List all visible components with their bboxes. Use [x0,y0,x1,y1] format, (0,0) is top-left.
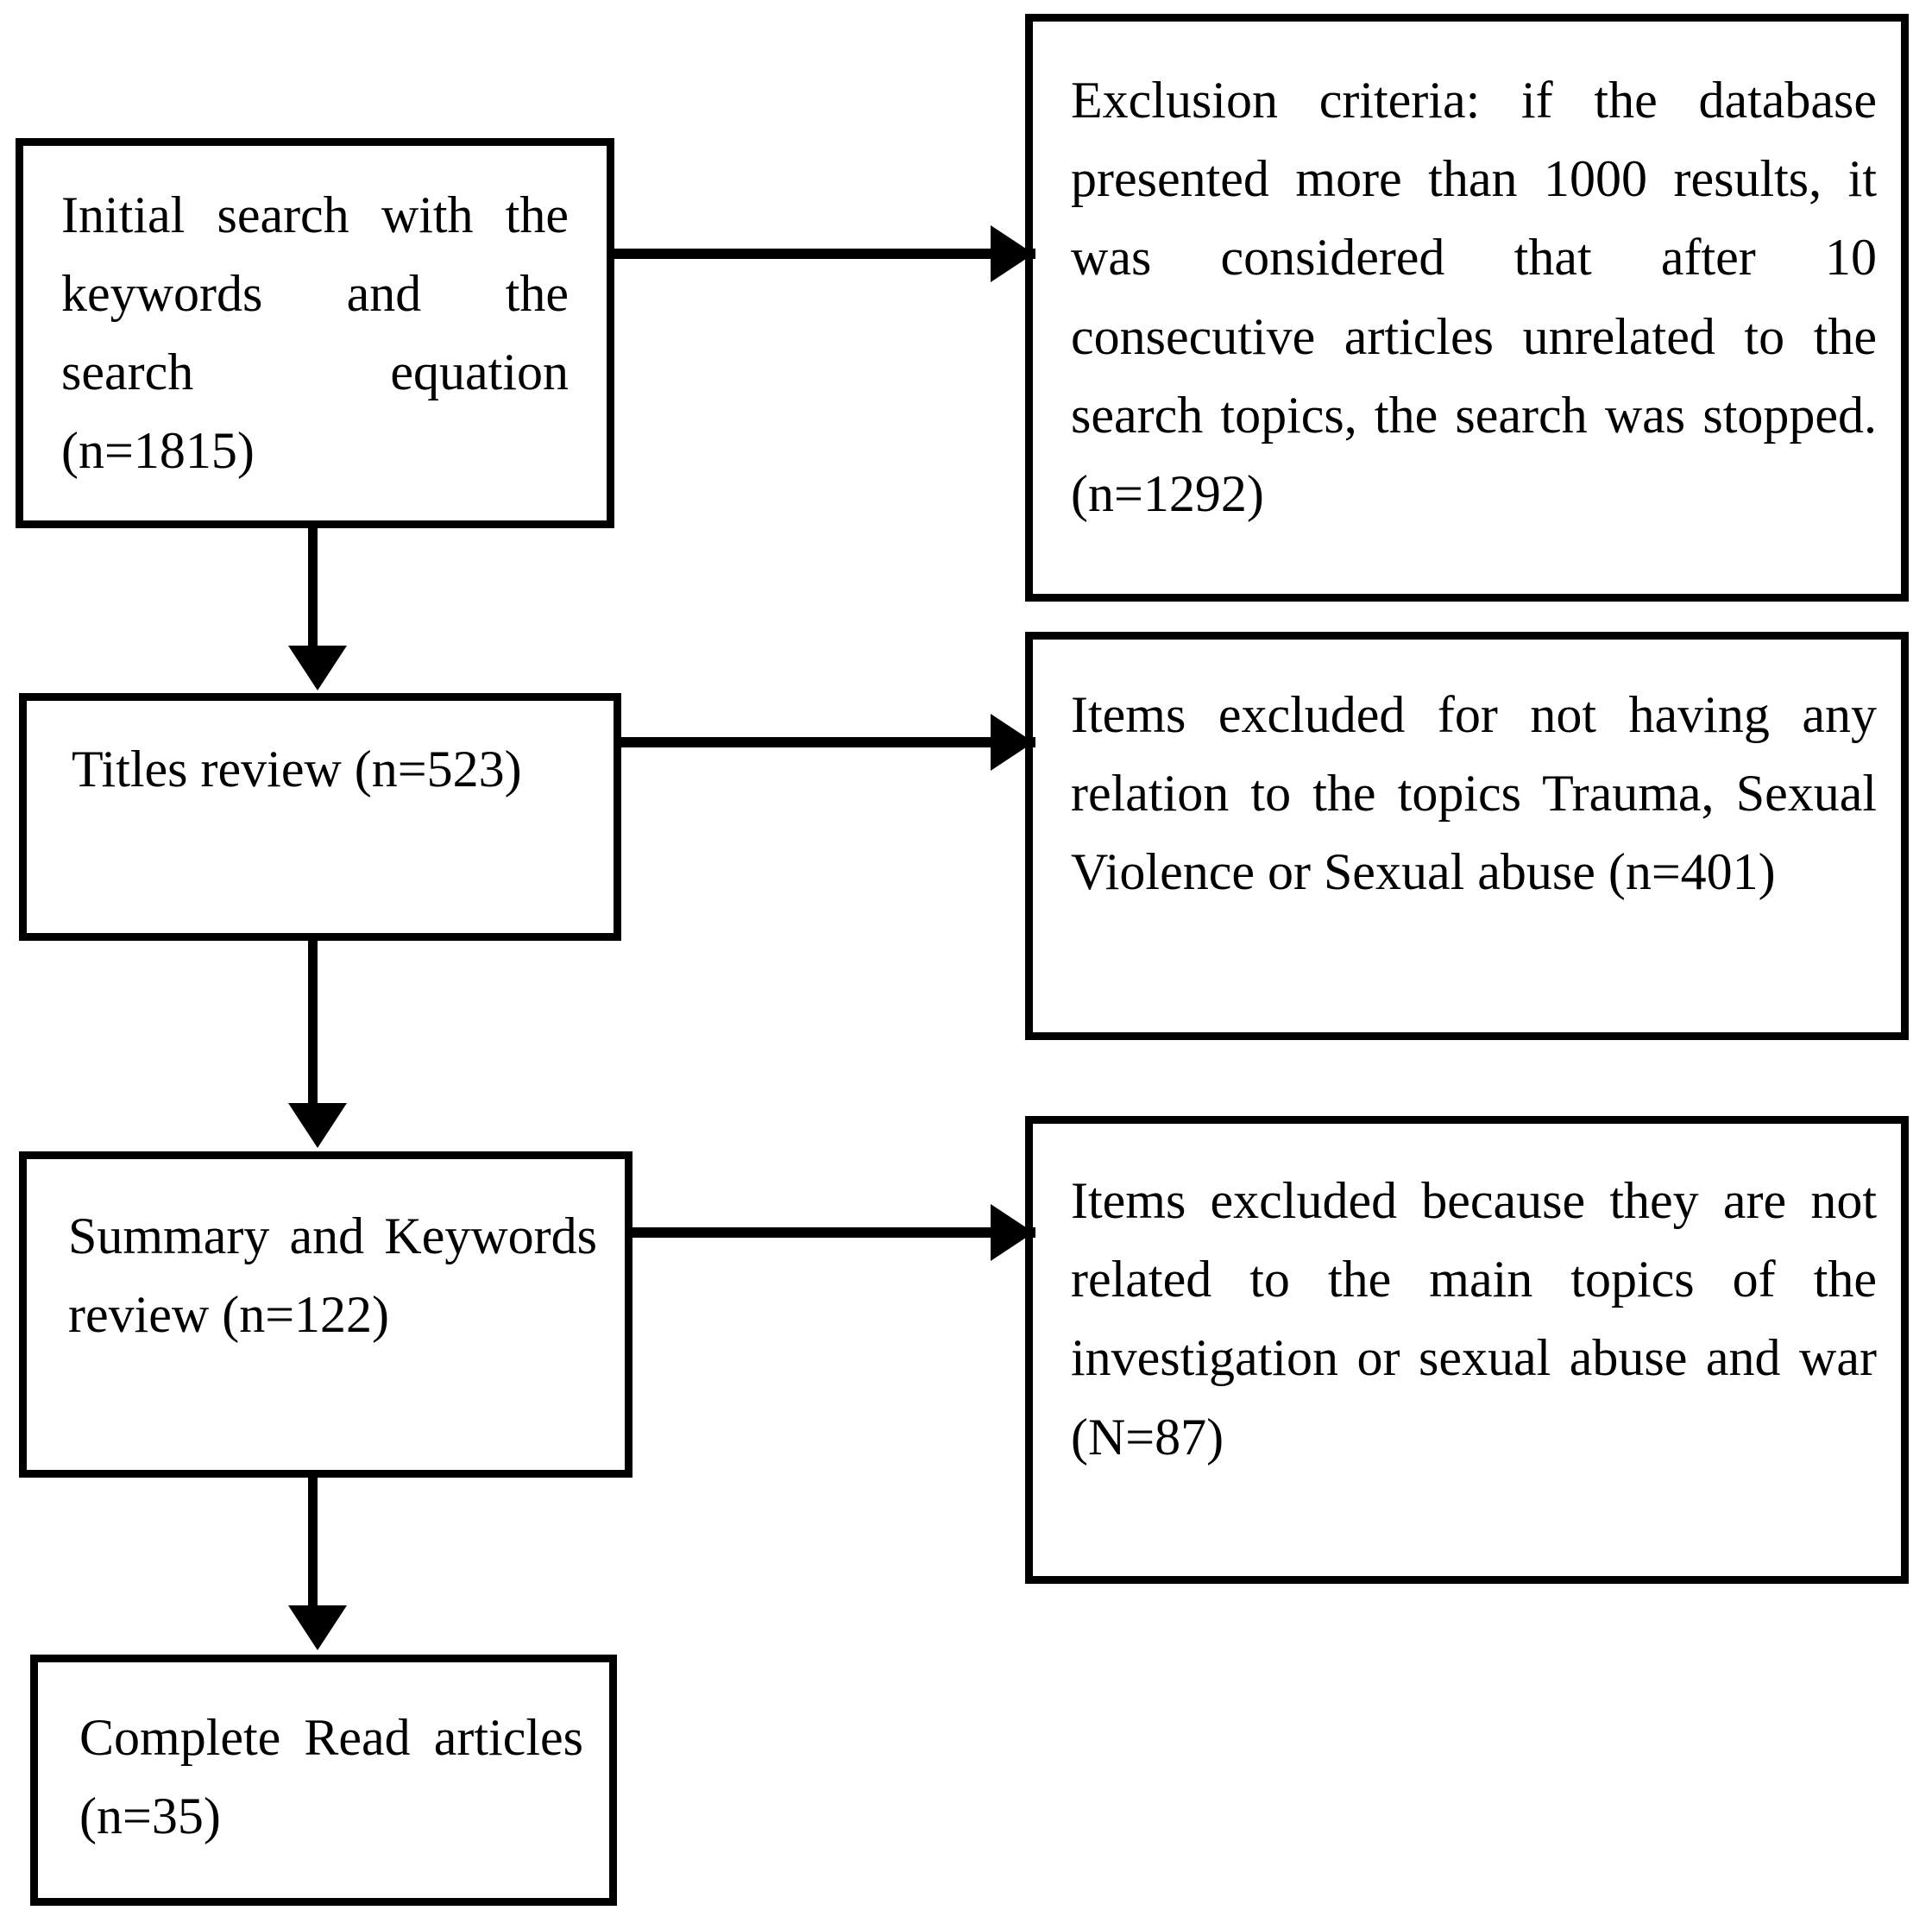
flow-box-exclusion-criteria: Exclusion criteria: if the database pres… [1025,14,1909,602]
arrow-titles-review-to-excluded-no-relation-head [991,714,1034,771]
flow-box-titles-review: Titles review (n=523) [19,693,621,941]
arrow-initial-search-to-exclusion-criteria-shaft [608,249,1035,259]
arrow-initial-search-to-titles-review-head [288,646,347,690]
arrow-summary-keywords-to-excluded-not-related-head [991,1204,1034,1261]
arrow-titles-review-to-summary-keywords-shaft [308,941,318,1107]
arrow-titles-review-to-summary-keywords-head [288,1103,347,1148]
flow-box-excluded-no-relation-text: Items excluded for not having any relati… [1071,686,1877,901]
flow-box-excluded-not-related: Items excluded because they are not rela… [1025,1116,1909,1584]
flow-box-initial-search: Initial search with the keywords and the… [16,138,614,528]
flow-box-complete-read-articles-text: Complete Read articles (n=35) [79,1709,583,1845]
arrow-summary-keywords-to-complete-read-head [288,1605,347,1650]
arrow-initial-search-to-exclusion-criteria-head [991,225,1034,282]
arrow-titles-review-to-excluded-no-relation-shaft [614,737,1035,747]
arrow-summary-keywords-to-excluded-not-related-shaft [625,1227,1035,1238]
flow-box-exclusion-criteria-text: Exclusion criteria: if the database pres… [1071,72,1877,522]
flow-box-excluded-not-related-text: Items excluded because they are not rela… [1071,1172,1877,1466]
flow-box-summary-keywords-review: Summary and Keywords review (n=122) [19,1151,632,1478]
flow-box-complete-read-articles: Complete Read articles (n=35) [30,1655,617,1906]
flow-box-initial-search-text: Initial search with the keywords and the… [61,186,569,480]
flow-box-summary-keywords-review-text: Summary and Keywords review (n=122) [68,1207,597,1344]
flow-box-excluded-no-relation: Items excluded for not having any relati… [1025,632,1909,1040]
arrow-initial-search-to-titles-review-shaft [308,528,318,649]
arrow-summary-keywords-to-complete-read-shaft [308,1478,318,1609]
flow-box-titles-review-text: Titles review (n=523) [72,741,522,798]
